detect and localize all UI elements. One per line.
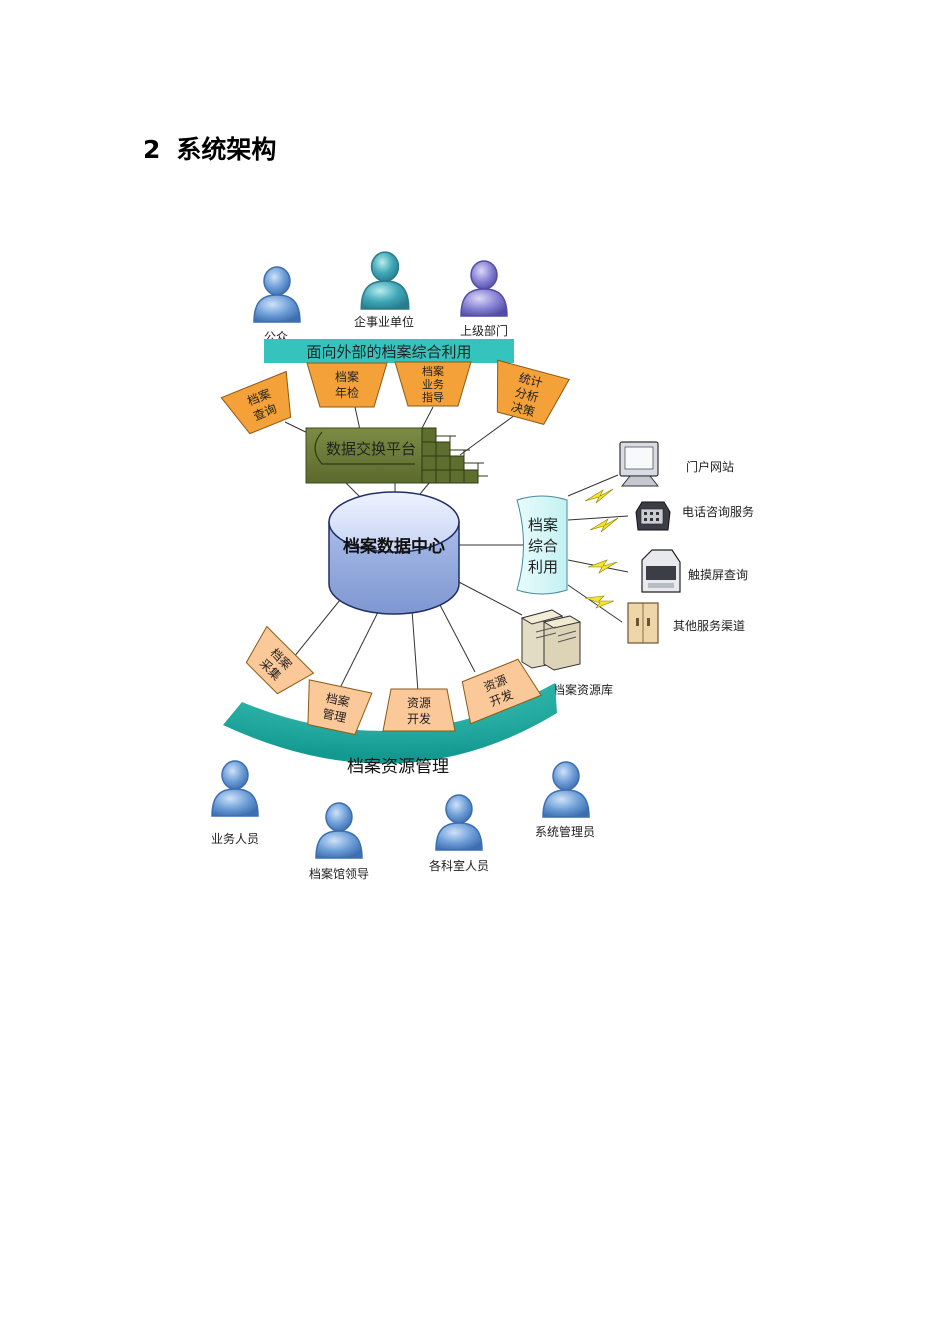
service-line: 资源 [407, 696, 431, 710]
person-icon [211, 760, 259, 817]
service-channels: 门户网站 电话咨询服务 触摸屏查询 [619, 441, 754, 644]
user-label: 各科室人员 [429, 858, 489, 873]
channel-portal: 门户网站 [619, 441, 734, 487]
internal-users: 业务人员 档案馆领导 各科室人员 系统管理员 [211, 760, 595, 881]
service-line: 指导 [422, 390, 444, 404]
lightning-icon [589, 517, 619, 533]
external-utilization-bar: 面向外部的档案综合利用 [264, 339, 514, 363]
user-label: 档案馆领导 [309, 866, 369, 881]
external-services: 档案 查询 档案 年检 档案 业务 指导 统计 分析 决策 [220, 359, 570, 435]
person-icon [542, 761, 590, 818]
telephone-icon [635, 501, 671, 531]
service-line: 档案 [324, 690, 351, 710]
user-enterprise: 企事业单位 [354, 251, 414, 329]
management-arc-label: 档案资源管理 [347, 757, 449, 777]
lightning-icon [584, 488, 614, 504]
external-bar-label: 面向外部的档案综合利用 [306, 343, 471, 361]
section-heading: 2 系统架构 [143, 130, 276, 166]
platform-grid [421, 427, 479, 484]
user-public: 公众 [253, 266, 301, 344]
channel-phone: 电话咨询服务 [635, 501, 754, 531]
service-annual-inspection: 档案 年检 [306, 362, 388, 408]
person-icon [460, 260, 508, 317]
user-department-staff: 各科室人员 [429, 794, 489, 873]
utilization-line: 档案 [528, 516, 558, 534]
service-archive-management: 档案 管理 [307, 679, 373, 736]
user-label: 系统管理员 [535, 824, 595, 839]
person-icon [360, 251, 410, 310]
service-line: 决策 [509, 400, 536, 420]
user-business-staff: 业务人员 [211, 760, 259, 846]
service-resource-development: 资源 开发 [382, 688, 456, 732]
user-superior: 上级部门 [460, 260, 508, 338]
service-business-guidance: 档案 业务 指导 [394, 361, 472, 407]
user-label: 企事业单位 [354, 314, 414, 329]
data-exchange-platform: 数据交换平台 [305, 427, 488, 484]
utilization-line: 综合 [528, 537, 558, 555]
lightning-icon [584, 595, 615, 609]
lightning-icon [587, 559, 618, 574]
lightning-bolts [584, 488, 619, 609]
section-number: 2 [143, 135, 161, 164]
user-label: 业务人员 [211, 831, 259, 846]
service-archive-collection: 档案 采集 [245, 625, 315, 695]
channel-other: 其他服务渠道 [627, 602, 745, 644]
management-arc: 档案 资源管理 [223, 683, 557, 777]
platform-label: 数据交换平台 [326, 440, 416, 458]
user-label: 上级部门 [460, 323, 508, 338]
data-center-label: 档案数据中心 [343, 536, 445, 557]
cabinet-icon [627, 602, 659, 644]
person-icon [315, 802, 363, 859]
channel-label: 电话咨询服务 [682, 504, 754, 519]
user-system-admin: 系统管理员 [535, 761, 595, 839]
service-line: 统计 [517, 371, 544, 391]
connector-lines [284, 406, 629, 693]
service-line: 年检 [335, 385, 359, 400]
service-line: 档案 [335, 369, 359, 384]
utilization-box: 档案 综合 利用 [516, 495, 568, 595]
service-line: 管理 [321, 706, 348, 726]
service-line: 档案 [422, 364, 444, 378]
person-icon [253, 266, 301, 323]
monitor-icon [619, 441, 660, 487]
kiosk-icon [641, 549, 681, 593]
person-icon [435, 794, 483, 851]
service-line: 开发 [407, 711, 431, 726]
service-line: 分析 [513, 385, 540, 405]
section-title: 系统架构 [176, 135, 277, 164]
server-icon [520, 609, 582, 671]
data-center-cylinder: 档案数据中心 [328, 491, 460, 615]
channel-label: 门户网站 [686, 459, 734, 474]
user-archive-leader: 档案馆领导 [309, 802, 369, 881]
service-line: 业务 [422, 378, 444, 391]
resource-library: 档案资源库 [520, 609, 613, 697]
channel-touchscreen: 触摸屏查询 [641, 549, 748, 593]
service-archive-query: 档案 查询 [220, 370, 292, 435]
channel-label: 其他服务渠道 [673, 618, 745, 633]
service-statistics-analysis: 统计 分析 决策 [496, 359, 570, 425]
resource-library-label: 档案资源库 [553, 682, 613, 697]
utilization-line: 利用 [528, 558, 558, 576]
service-resource-development-2: 资源 开发 [461, 658, 542, 725]
external-users: 公众 企事业单位 上级部门 [253, 251, 508, 344]
channel-label: 触摸屏查询 [688, 568, 748, 582]
internal-services: 档案 采集 档案 管理 资源 开发 资源 开发 [245, 625, 542, 736]
